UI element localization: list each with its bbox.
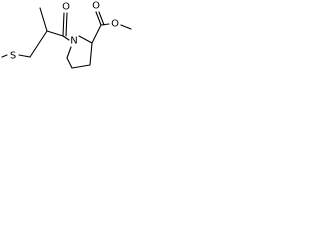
- ring-bond-c2-c3: [89, 42, 93, 66]
- ester-carbonyl-bond-2: [98, 11, 105, 26]
- ch-carbonyl-bond: [46, 30, 64, 37]
- acyl-oxygen-atom-label: O: [62, 2, 70, 13]
- ch2-ch-bond: [29, 30, 48, 58]
- ring-bond-c5-n: [66, 46, 72, 59]
- c2-ester-carbon-bond: [91, 24, 102, 44]
- ester-carbon-o-bond: [100, 23, 110, 26]
- methyl-s-bond: [1, 54, 8, 58]
- carbonyl-n-bond: [62, 35, 70, 41]
- ester-carbonyl-oxygen-atom-label: O: [92, 1, 100, 12]
- ester-oxygen-atom-label: O: [111, 19, 119, 30]
- s-ch2-bond: [18, 54, 31, 58]
- nitrogen-atom-label: N: [70, 36, 77, 47]
- ring-bond-n-c2: [78, 35, 93, 44]
- acyl-carbonyl-bond-2: [65, 12, 68, 37]
- ring-bond-c3-c4: [71, 64, 91, 69]
- ring-bond-c4-c5: [66, 57, 73, 69]
- o-methyl-bond: [120, 24, 132, 30]
- sulfur-atom-label: S: [10, 51, 16, 62]
- ch-methyl-bond: [39, 7, 48, 32]
- acyl-carbonyl-bond-1: [62, 12, 65, 37]
- ester-carbonyl-bond-1: [95, 11, 102, 26]
- molecule-structure-diagram: S O N O O: [1, 1, 132, 69]
